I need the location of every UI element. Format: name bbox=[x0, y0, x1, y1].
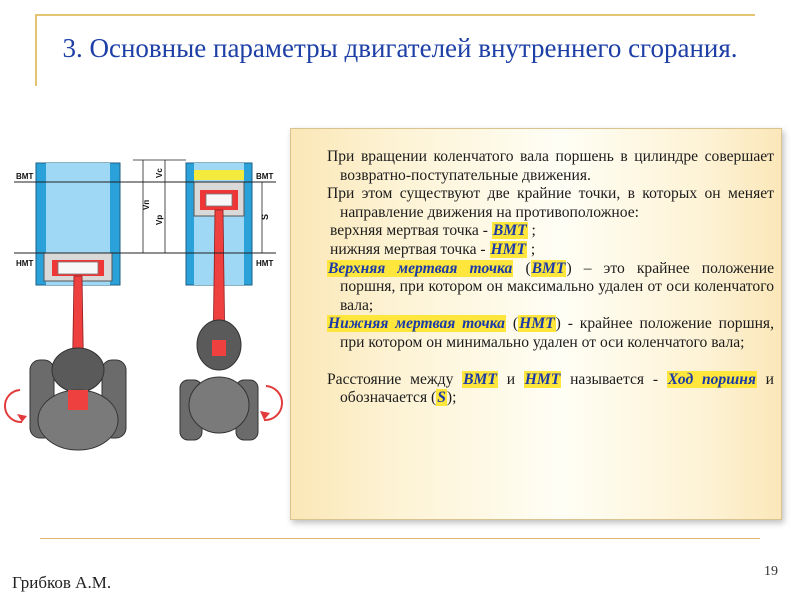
label-vmt-right: ВМТ bbox=[256, 172, 273, 181]
engine-diagram: ВМТ НМТ ВМТ НМТ Vп Vc Vр S bbox=[4, 159, 283, 451]
frame-left-line bbox=[35, 14, 37, 86]
abbr-nmt: НМТ bbox=[518, 315, 556, 333]
author-name: Грибков А.М. bbox=[12, 573, 112, 592]
label-vp: Vп bbox=[142, 200, 151, 210]
paragraph-stroke: Расстояние между ВМТ и НМТ называется - … bbox=[327, 370, 775, 407]
frame-top-line bbox=[35, 14, 755, 16]
label-nmt-left: НМТ bbox=[16, 259, 33, 268]
label-nmt-right: НМТ bbox=[256, 259, 273, 268]
term-piston-stroke: Ход поршня bbox=[666, 370, 757, 388]
term-vmt: ВМТ bbox=[491, 222, 528, 240]
slide-title: 3. Основные параметры двигателей внутрен… bbox=[62, 33, 738, 63]
term-nmt: НМТ bbox=[489, 240, 528, 258]
text-panel-content: При вращении коленчатого вала поршень в … bbox=[327, 148, 774, 408]
definition-nmt: Нижняя мертвая точка (НМТ) - крайнее пол… bbox=[327, 315, 774, 351]
abbr-vmt: ВМТ bbox=[530, 259, 567, 277]
label-vc: Vc bbox=[155, 168, 164, 178]
frame-bottom-line bbox=[40, 538, 760, 539]
spacer bbox=[327, 353, 774, 371]
paragraph-extreme-points: При этом существуют две крайние точки, в… bbox=[327, 185, 774, 221]
term-vmt-2: ВМТ bbox=[462, 370, 498, 388]
definition-vmt: Верхняя мертвая точка (ВМТ) – это крайне… bbox=[327, 259, 775, 314]
term-s: S bbox=[436, 389, 447, 407]
label-vr: Vр bbox=[155, 215, 164, 225]
term-lower-dead-point: Нижняя мертвая точка bbox=[327, 315, 506, 333]
term-upper-dead-point: Верхняя мертвая точка bbox=[327, 259, 514, 277]
page-number: 19 bbox=[764, 564, 778, 579]
label-s: S bbox=[260, 214, 270, 220]
label-vmt-left: ВМТ bbox=[16, 172, 33, 181]
term-nmt-2: НМТ bbox=[523, 370, 562, 388]
left-engine bbox=[4, 162, 127, 451]
item-vmt: верхняя мертвая точка - ВМТ ; bbox=[330, 222, 536, 240]
right-engine bbox=[179, 162, 283, 441]
item-nmt: нижняя мертвая точка - НМТ ; bbox=[330, 240, 536, 258]
paragraph-rotation: При вращении коленчатого вала поршень в … bbox=[327, 148, 774, 184]
